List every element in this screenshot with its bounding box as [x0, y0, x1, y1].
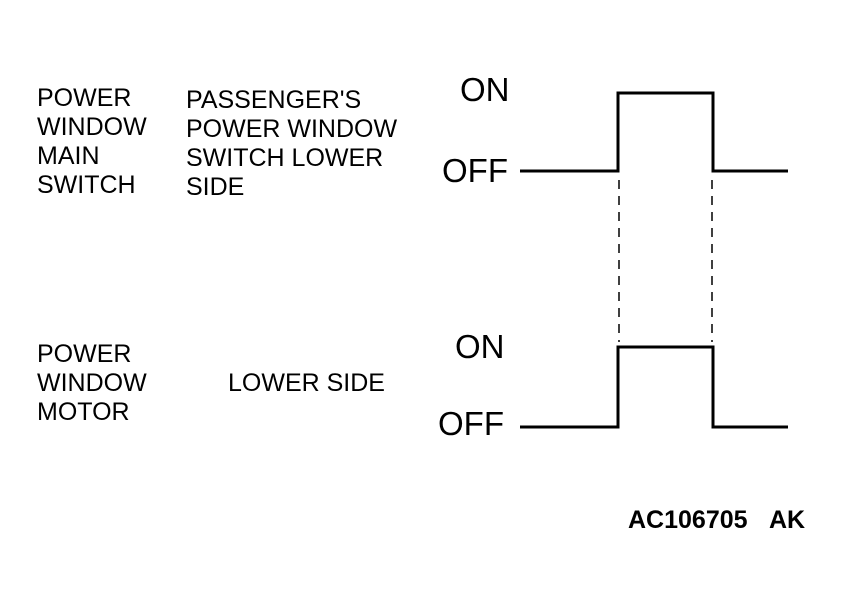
component-line: WINDOW	[37, 113, 147, 141]
row-main-switch: POWER WINDOW MAIN SWITCH PASSENGER'S POW…	[37, 71, 788, 201]
component-line: POWER	[37, 340, 131, 368]
figure-code-number: AC106705	[628, 506, 748, 534]
condition-line: POWER WINDOW	[186, 115, 397, 143]
figure-code: AC106705 AK	[628, 506, 805, 534]
component-label: POWER WINDOW MAIN SWITCH	[37, 84, 154, 199]
component-line: MAIN	[37, 142, 100, 170]
condition-line: SWITCH LOWER	[186, 144, 383, 172]
component-line: SWITCH	[37, 171, 136, 199]
on-label: ON	[455, 328, 505, 365]
condition-line: PASSENGER'S	[186, 86, 361, 114]
component-line: POWER	[37, 84, 131, 112]
component-line: MOTOR	[37, 398, 130, 426]
condition-line: SIDE	[186, 173, 244, 201]
condition-line: LOWER SIDE	[228, 369, 385, 397]
off-label: OFF	[438, 405, 504, 442]
off-label: OFF	[442, 152, 508, 189]
switch-signal-waveform	[520, 91, 788, 173]
component-label: POWER WINDOW MOTOR	[37, 340, 154, 426]
on-label: ON	[460, 71, 510, 108]
condition-label: PASSENGER'S POWER WINDOW SWITCH LOWER SI…	[186, 86, 404, 201]
row-motor: POWER WINDOW MOTOR LOWER SIDE ON OFF	[37, 328, 788, 442]
component-line: WINDOW	[37, 369, 147, 397]
condition-label: LOWER SIDE	[228, 369, 385, 397]
figure-code-suffix: AK	[769, 506, 805, 534]
motor-signal-waveform	[520, 345, 788, 429]
